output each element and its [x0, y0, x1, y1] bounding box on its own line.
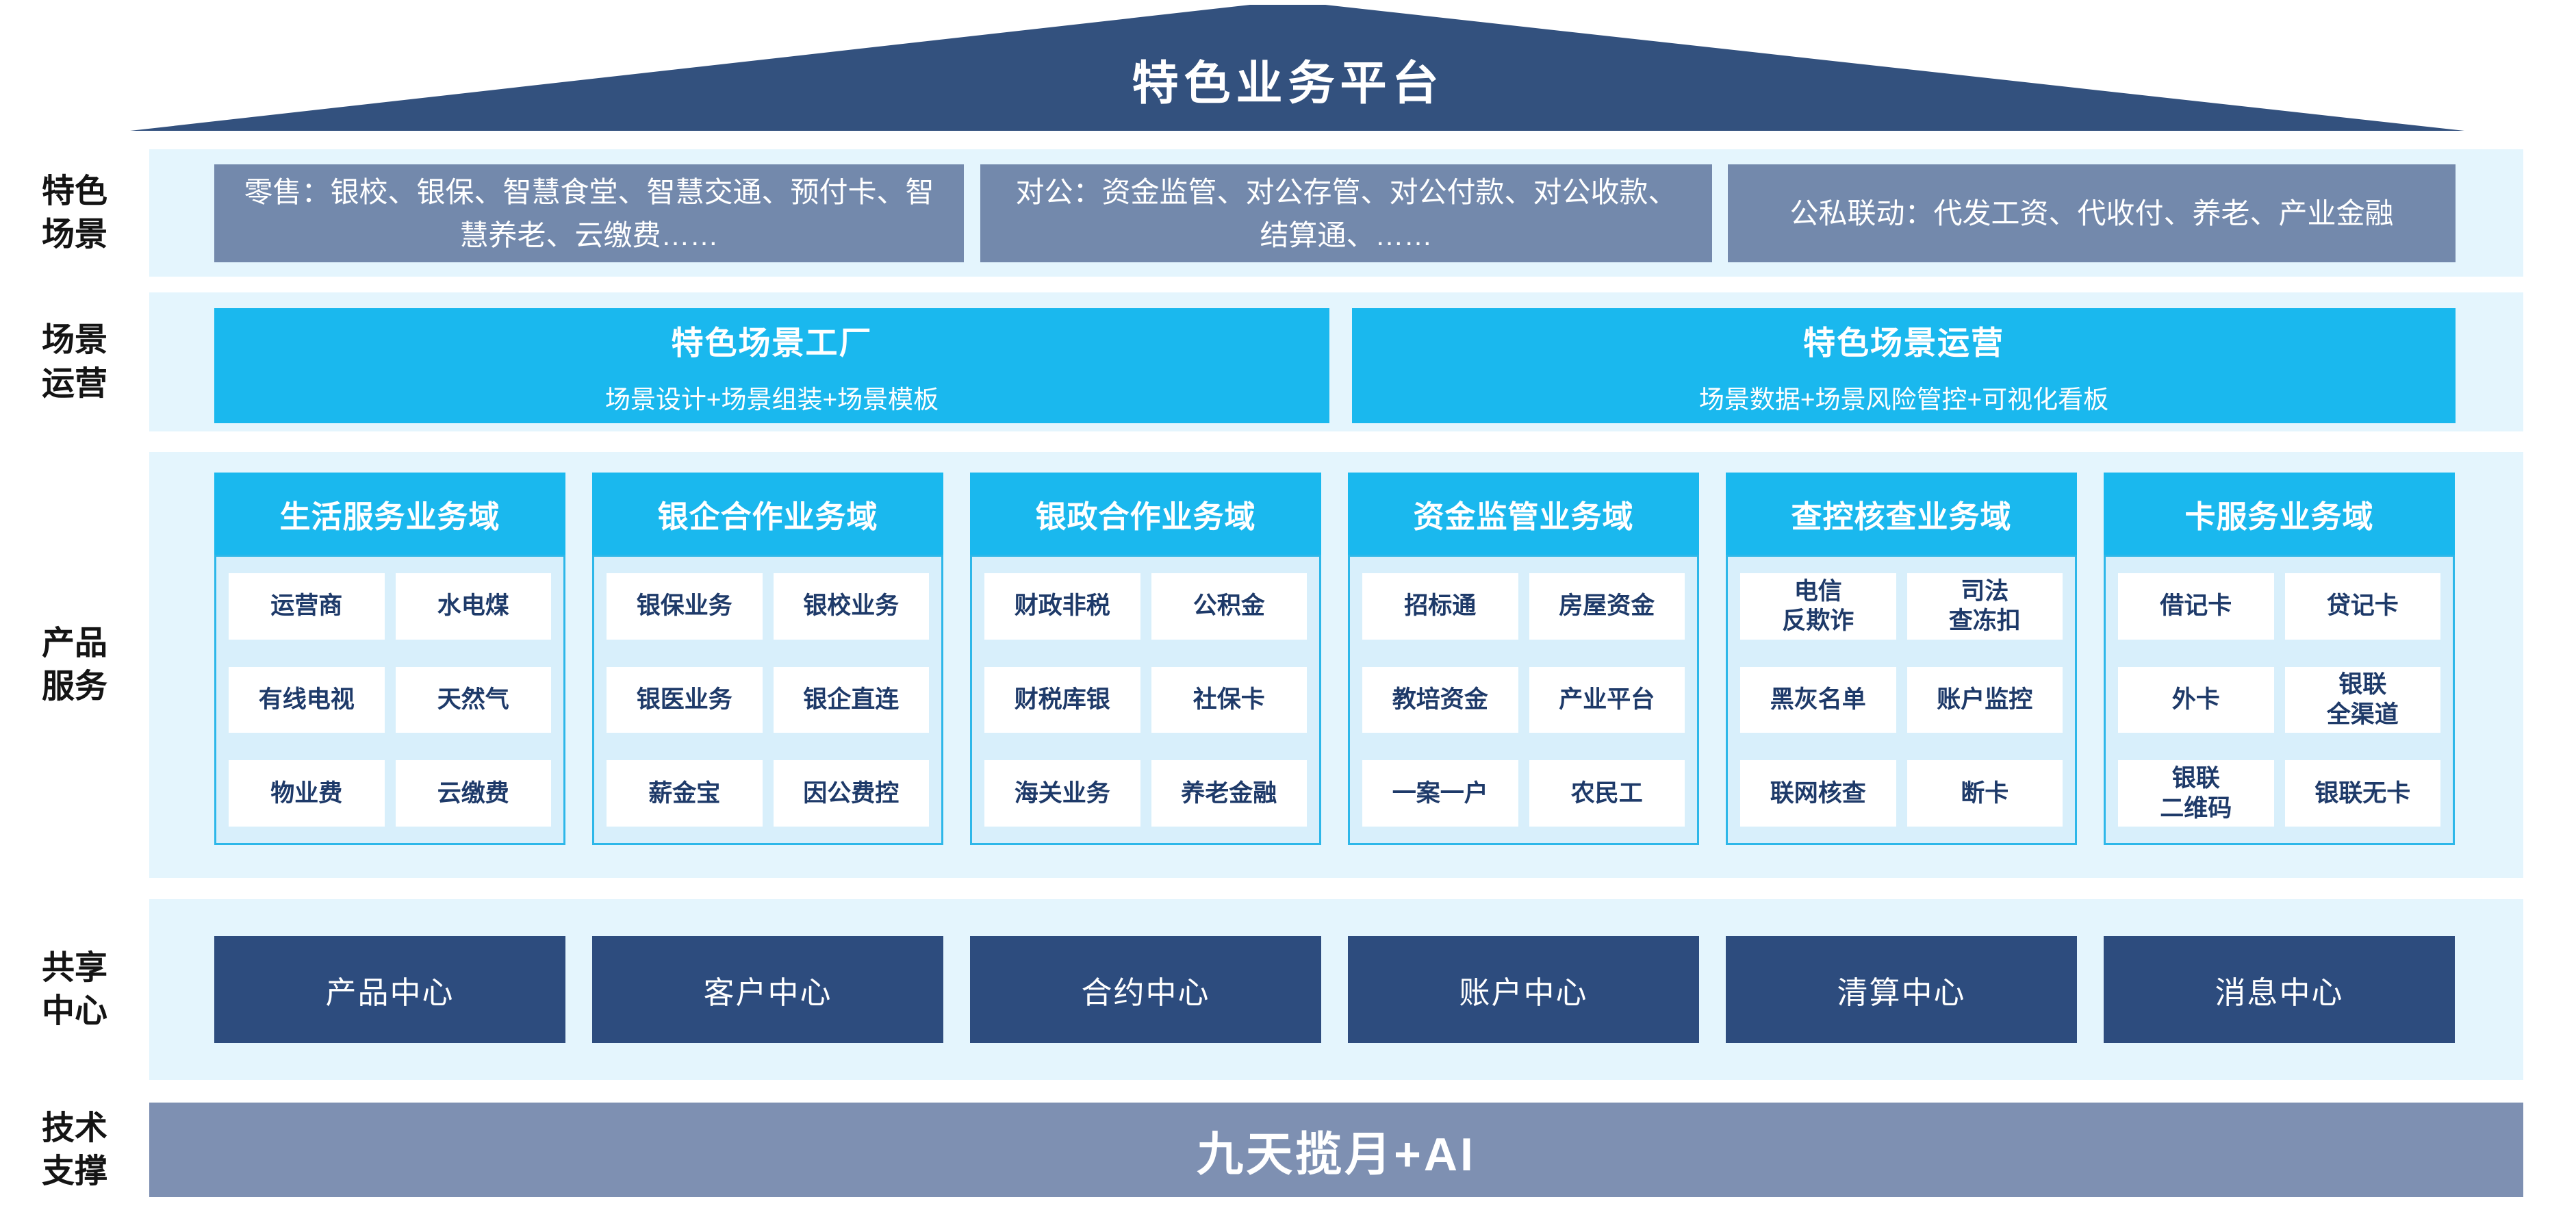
product-cell: 教培资金: [1362, 666, 1518, 733]
center-box-message: 消息中心: [2104, 936, 2455, 1043]
column-header-bank-enterprise: 银企合作业务域: [592, 473, 943, 555]
column-body-fund-supervision: 招标通 房屋资金 教培资金 产业平台 一案一户 农民工: [1348, 555, 1699, 845]
center-box-customer: 客户中心: [592, 936, 943, 1043]
product-cell: 农民工: [1529, 760, 1685, 827]
product-cell: 海关业务: [984, 760, 1140, 827]
product-cell: 云缴费: [395, 760, 551, 827]
product-cell: 银企直连: [773, 666, 929, 733]
column-header-life-services: 生活服务业务域: [214, 473, 565, 555]
product-cell: 司法 查冻扣: [1907, 573, 2063, 640]
center-box-account: 账户中心: [1348, 936, 1699, 1043]
product-cell: 银校业务: [773, 573, 929, 640]
product-cell: 银保业务: [607, 573, 763, 640]
center-box-contract: 合约中心: [970, 936, 1321, 1043]
column-header-card-services: 卡服务业务域: [2104, 473, 2455, 555]
row-label-operation: 场景 运营: [41, 322, 107, 402]
scene-factory-title: 特色场景工厂: [671, 324, 873, 361]
scene-factory-box: 特色场景工厂 场景设计+场景组装+场景模板: [214, 308, 1329, 423]
product-cell: 运营商: [229, 573, 385, 640]
scene-box-retail: 零售：银校、银保、智慧食堂、智慧交通、预付卡、智慧养老、云缴费……: [214, 164, 964, 262]
product-cell: 产业平台: [1529, 666, 1685, 733]
product-cell: 社保卡: [1151, 666, 1307, 733]
product-cell: 房屋资金: [1529, 573, 1685, 640]
product-cell: 银联 全渠道: [2284, 666, 2440, 733]
product-cell: 公积金: [1151, 573, 1307, 640]
product-cell: 天然气: [395, 666, 551, 733]
product-cell: 因公费控: [773, 760, 929, 827]
product-cell: 财税库银: [984, 666, 1140, 733]
column-body-card-services: 借记卡 贷记卡 外卡 银联 全渠道 银联 二维码 银联无卡: [2104, 555, 2455, 845]
product-cell: 水电煤: [395, 573, 551, 640]
page-title: 特色业务平台: [1132, 58, 1444, 110]
product-cell: 银医业务: [607, 666, 763, 733]
scene-box-corporate: 对公：资金监管、对公存管、对公付款、对公收款、结算通、……: [980, 164, 1712, 262]
product-cell: 借记卡: [2118, 573, 2274, 640]
roof-shape: [130, 5, 2464, 131]
column-header-fund-supervision: 资金监管业务域: [1348, 473, 1699, 555]
product-cell: 断卡: [1907, 760, 2063, 827]
product-cell: 账户监控: [1907, 666, 2063, 733]
product-cell: 物业费: [229, 760, 385, 827]
product-cell: 招标通: [1362, 573, 1518, 640]
scene-box-public-private: 公私联动：代发工资、代收付、养老、产业金融: [1728, 164, 2456, 262]
column-header-bank-government: 银政合作业务域: [970, 473, 1321, 555]
product-cell: 电信 反欺诈: [1740, 573, 1896, 640]
row-label-scenes: 特色 场景: [41, 173, 107, 253]
product-cell: 财政非税: [984, 573, 1140, 640]
center-box-product: 产品中心: [214, 936, 565, 1043]
product-cell: 联网核查: [1740, 760, 1896, 827]
column-body-bank-government: 财政非税 公积金 财税库银 社保卡 海关业务 养老金融: [970, 555, 1321, 845]
scene-operation-subtitle: 场景数据+场景风险管控+可视化看板: [1698, 385, 2109, 414]
product-cell: 薪金宝: [607, 760, 763, 827]
product-cell: 一案一户: [1362, 760, 1518, 827]
center-box-clearing: 清算中心: [1726, 936, 2077, 1043]
row-label-tech: 技术 支撑: [41, 1109, 107, 1190]
column-body-inspection: 电信 反欺诈 司法 查冻扣 黑灰名单 账户监控 联网核查 断卡: [1726, 555, 2077, 845]
scene-operation-box: 特色场景运营 场景数据+场景风险管控+可视化看板: [1352, 308, 2456, 423]
product-cell: 养老金融: [1151, 760, 1307, 827]
product-cell: 银联无卡: [2284, 760, 2440, 827]
column-header-inspection: 查控核查业务域: [1726, 473, 2077, 555]
row-label-shared: 共享 中心: [41, 949, 107, 1029]
product-cell: 有线电视: [229, 666, 385, 733]
product-cell: 外卡: [2118, 666, 2274, 733]
tech-support-bar: 九天揽月+AI: [149, 1103, 2523, 1197]
column-body-life-services: 运营商 水电煤 有线电视 天然气 物业费 云缴费: [214, 555, 565, 845]
product-cell: 贷记卡: [2284, 573, 2440, 640]
row-label-products: 产品 服务: [41, 625, 107, 705]
product-cell: 黑灰名单: [1740, 666, 1896, 733]
product-cell: 银联 二维码: [2118, 760, 2274, 827]
scene-factory-subtitle: 场景设计+场景组装+场景模板: [604, 385, 939, 414]
scene-operation-title: 特色场景运营: [1803, 324, 2004, 361]
column-body-bank-enterprise: 银保业务 银校业务 银医业务 银企直连 薪金宝 因公费控: [592, 555, 943, 845]
